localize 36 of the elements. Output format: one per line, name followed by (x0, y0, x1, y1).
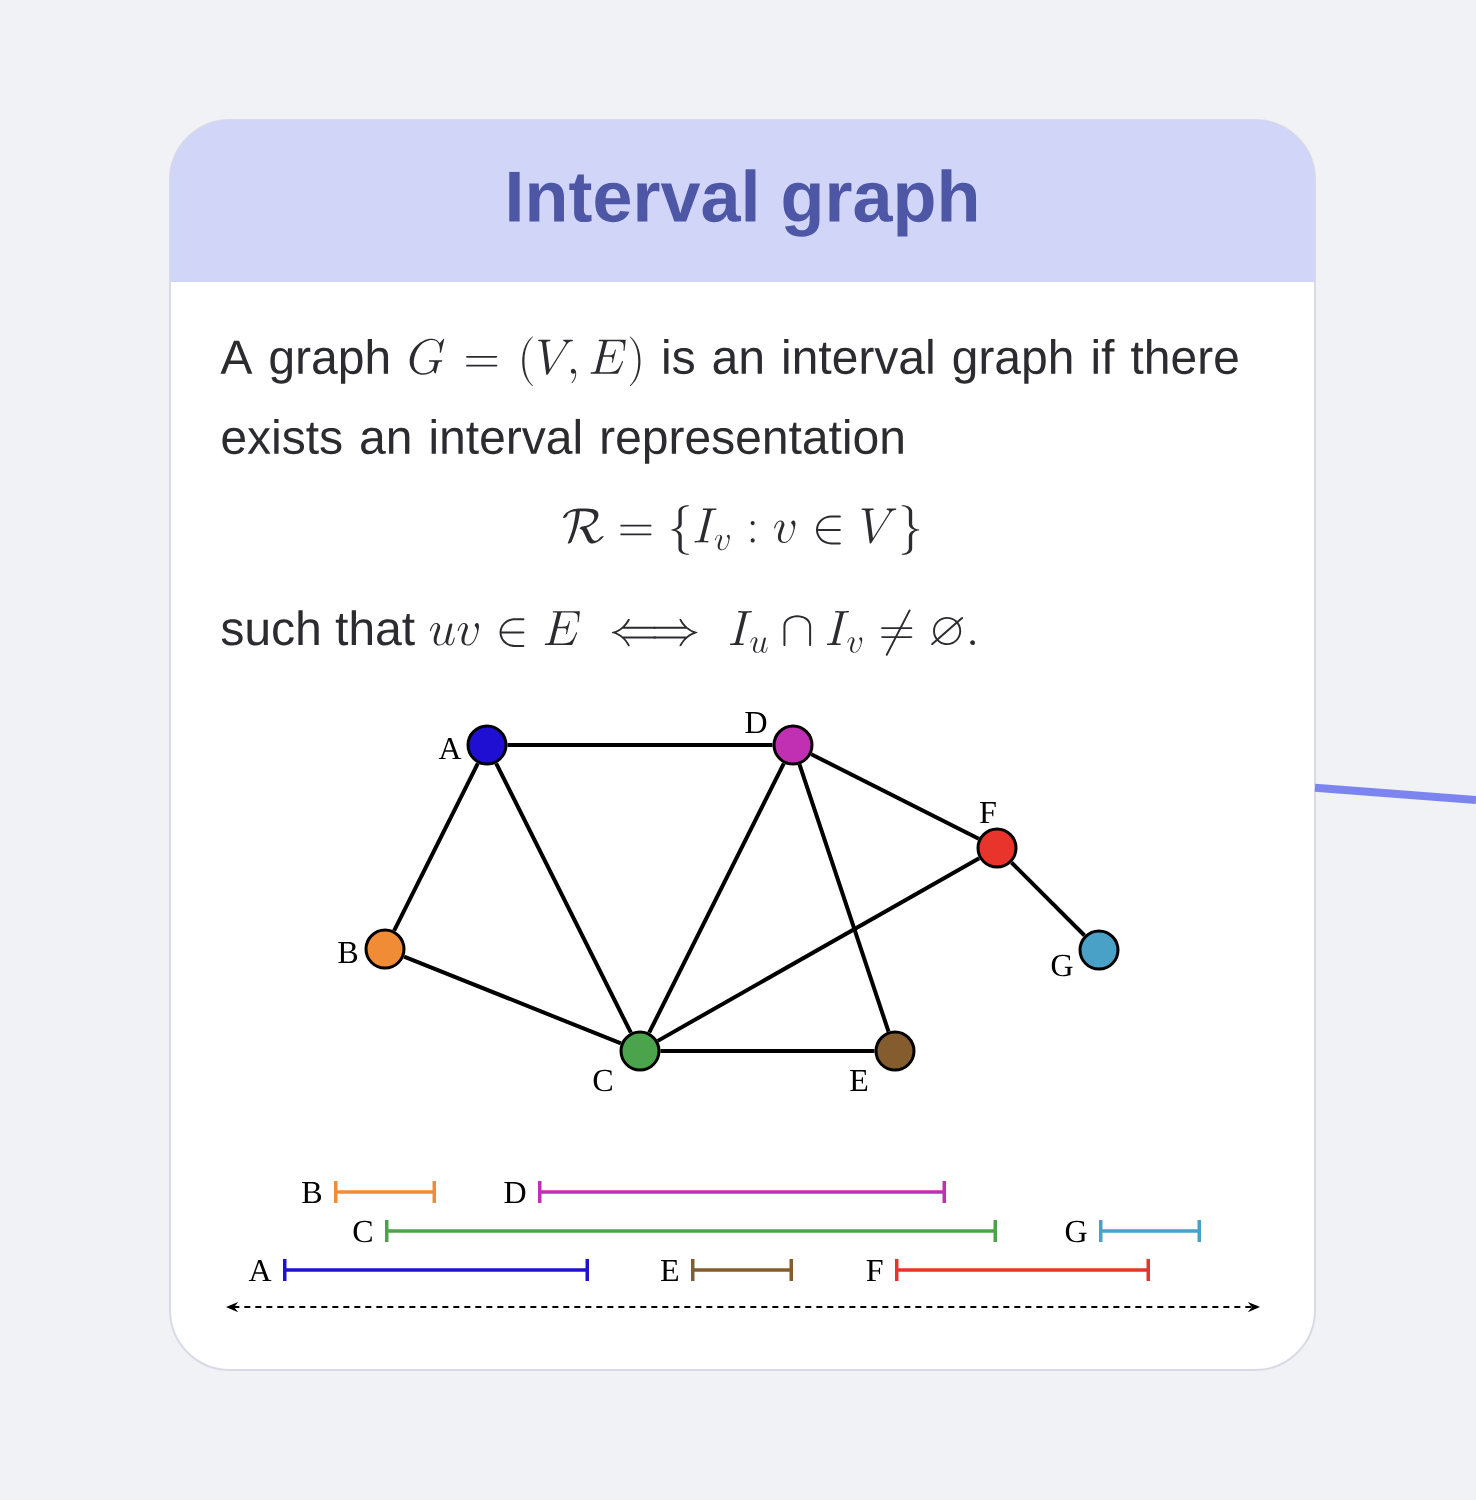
graph-vertex (976, 827, 1018, 869)
interval-label: B (302, 1182, 322, 1204)
edge-line (1010, 861, 1086, 937)
edge-line (656, 856, 981, 1043)
interval-label: D (504, 1182, 526, 1204)
graph-vertex (1078, 929, 1120, 971)
edge-line (660, 1049, 875, 1053)
interval-label: C (353, 1220, 372, 1243)
graph-vertex (772, 724, 814, 766)
header-band: Interval graph (170, 120, 1315, 282)
definition-text: A graph $G = (V, E)$ is an interval graph if there exists an interval representation (220, 336, 1238, 464)
vertex-label: G (1051, 954, 1073, 977)
graph-vertex (466, 724, 508, 766)
vertex-label: B (338, 942, 358, 964)
edge-line (507, 743, 773, 747)
edge-line (494, 762, 633, 1034)
vertex-label: A (438, 737, 462, 759)
edge-line (810, 752, 980, 841)
vertex-label: F (980, 802, 996, 823)
edge-line (392, 762, 480, 932)
graph-vertex (874, 1030, 916, 1072)
interval-label: G (1065, 1220, 1087, 1243)
vertex-label: E (850, 1070, 868, 1091)
interval-label: E (660, 1260, 678, 1281)
vertex-label: C (593, 1069, 612, 1092)
connector-line (1314, 783, 1476, 804)
interval-label: F (866, 1260, 883, 1281)
graph-vertex (619, 1030, 661, 1072)
vertex-label: D (745, 712, 767, 734)
edge-line (797, 763, 891, 1033)
interval-label: A (248, 1259, 272, 1281)
edge-line (647, 762, 786, 1034)
edge-line (403, 954, 622, 1046)
display-formula: $\mathcal{R} = \{I_v : v \in V\}$ (563, 505, 920, 555)
definition-text: such that $uv \in E \iff I_u \cap I_v \neq \varnothing.$ (221, 609, 975, 656)
graph-vertex (364, 928, 406, 970)
